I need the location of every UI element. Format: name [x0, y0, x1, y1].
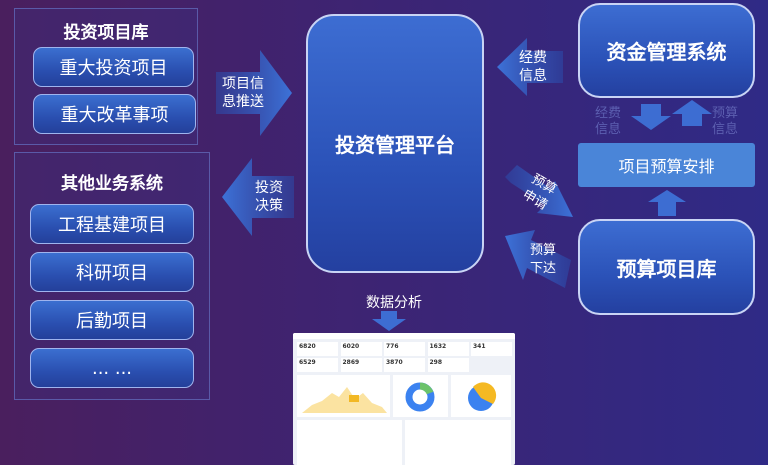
- stat-card: 6529: [297, 358, 338, 372]
- stat-value: 6529: [299, 359, 316, 366]
- panel-title: 投资项目库: [63, 23, 149, 43]
- panel-title: 其他业务系统: [61, 174, 163, 194]
- stat-card: 341: [471, 342, 512, 356]
- stat-card: 1632: [427, 342, 469, 356]
- funds-info-small-label: 经费信息: [595, 106, 622, 137]
- push-label: 项目信息推送: [222, 76, 264, 110]
- major-reform-item[interactable]: 重大改革事项: [33, 94, 196, 134]
- decision-label: 投资决策: [255, 180, 283, 214]
- research-item[interactable]: 科研项目: [30, 252, 194, 292]
- stat-card: 6820: [297, 342, 338, 356]
- down-arrow-icon: [372, 311, 406, 331]
- stat-card: 3870: [384, 358, 425, 372]
- dashboard-thumbnail: 6820 6020 776 1632 341 6529 2869 3870 298: [293, 333, 515, 465]
- logistics-item[interactable]: 后勤项目: [30, 300, 194, 340]
- more-item[interactable]: ... ...: [30, 348, 194, 388]
- stat-value: 2869: [342, 359, 360, 366]
- stat-value: 3870: [386, 359, 403, 366]
- funds-info-label: 经费信息: [519, 50, 547, 84]
- engineering-item[interactable]: 工程基建项目: [30, 204, 194, 244]
- stat-card: 298: [427, 358, 469, 372]
- budget-info-small-label: 预算信息: [712, 106, 739, 137]
- stat-value: 341: [473, 343, 486, 350]
- decision-arrow: 投资决策: [222, 158, 294, 236]
- budget-apply-arrow: 预算申请: [505, 165, 573, 220]
- platform-title: 投资管理平台: [335, 133, 455, 157]
- funds-management-system[interactable]: 资金管理系统: [578, 3, 755, 98]
- funds-system-title: 资金管理系统: [606, 40, 727, 64]
- down-arrow-icon: [631, 104, 671, 130]
- stat-value: 298: [429, 359, 443, 366]
- stat-card: 2869: [340, 358, 382, 372]
- stat-value: 1632: [429, 343, 447, 350]
- project-budget-arrangement[interactable]: 项目预算安排: [578, 143, 755, 187]
- budget-issue-label: 预算下达: [529, 243, 556, 276]
- stat-card: 6020: [340, 342, 382, 356]
- budget-library-title: 预算项目库: [616, 256, 717, 281]
- budget-arrange-label: 项目预算安排: [618, 157, 715, 176]
- up-arrow-icon: [648, 190, 686, 216]
- stat-card: 776: [384, 342, 425, 356]
- push-arrow: 项目信息推送: [216, 50, 292, 136]
- budget-issue-arrow: 预算下达: [505, 230, 571, 290]
- stat-value: 6820: [299, 343, 316, 350]
- up-arrow-icon: [672, 100, 712, 126]
- stat-value: 6020: [342, 343, 360, 350]
- investment-platform[interactable]: 投资管理平台: [306, 14, 484, 273]
- analysis-label: 数据分析: [366, 295, 422, 311]
- funds-info-arrow: 经费信息: [497, 38, 563, 96]
- budget-project-library[interactable]: 预算项目库: [578, 219, 755, 315]
- major-investment-item[interactable]: 重大投资项目: [33, 47, 194, 87]
- stat-value: 776: [386, 343, 399, 350]
